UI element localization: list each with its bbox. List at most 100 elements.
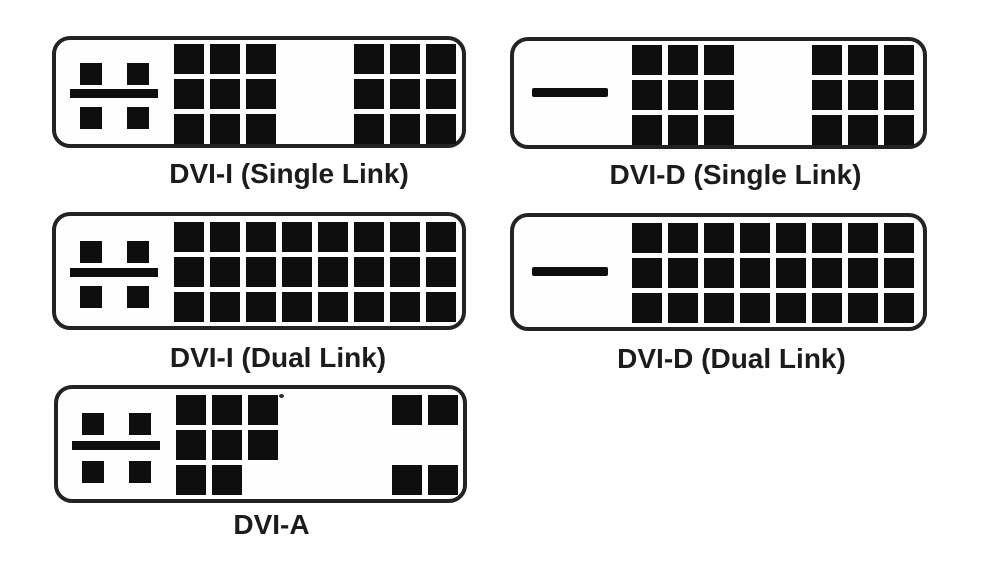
pin-square <box>704 223 734 253</box>
pin-square <box>354 114 384 144</box>
pin-square <box>668 115 698 145</box>
pin-square <box>174 44 204 74</box>
pin-square <box>176 465 206 495</box>
ground-blade-bar <box>70 268 158 277</box>
pin-square <box>390 44 420 74</box>
flat-blade-bar <box>532 88 608 97</box>
pin-square <box>426 44 456 74</box>
pin-square <box>632 223 662 253</box>
pin-square <box>812 258 842 288</box>
ground-blade-bar <box>70 89 158 98</box>
pin-square <box>176 430 206 460</box>
analog-contact-square <box>129 413 151 435</box>
analog-contact-square <box>127 63 149 85</box>
connector-body <box>52 212 466 330</box>
connector-figure-dvi-a: DVI-A <box>54 385 467 541</box>
pin-square <box>426 114 456 144</box>
pin-square <box>884 45 914 75</box>
pin-square <box>246 257 276 287</box>
pin-square <box>428 465 458 495</box>
pin-grid <box>632 45 914 145</box>
pin-square <box>174 79 204 109</box>
flat-blade-icon <box>514 41 630 145</box>
pin-square <box>246 222 276 252</box>
pin-square <box>668 80 698 110</box>
pin-square <box>632 45 662 75</box>
pin-square <box>704 80 734 110</box>
pin-square <box>428 395 458 425</box>
connector-label: DVI-D (Dual Link) <box>617 343 846 374</box>
pin-grid <box>176 395 458 495</box>
pin-square <box>390 292 420 322</box>
pin-square <box>704 258 734 288</box>
pin-square <box>392 465 422 495</box>
pin-square <box>210 257 240 287</box>
pin-square <box>176 395 206 425</box>
pin-square <box>354 44 384 74</box>
connector-label: DVI-I (Dual Link) <box>169 342 387 373</box>
pin-square <box>632 258 662 288</box>
connector-figure-dvi-i-dual-link: DVI-I (Dual Link) <box>52 212 466 374</box>
pin-square <box>392 395 422 425</box>
pin-square <box>426 257 456 287</box>
pin-square <box>632 80 662 110</box>
analog-contact-square <box>80 241 102 263</box>
pin-square <box>812 223 842 253</box>
pin-square <box>390 222 420 252</box>
pin-square <box>884 80 914 110</box>
pin-square <box>282 292 312 322</box>
analog-cross-icon <box>56 216 172 326</box>
pin-square <box>848 258 878 288</box>
connector-figure-dvi-d-dual-link: DVI-D (Dual Link) <box>510 213 927 375</box>
stray-mark <box>279 394 284 398</box>
connector-label: DVI-I (Single Link) <box>169 158 409 189</box>
pin-square <box>848 115 878 145</box>
pin-square <box>740 223 770 253</box>
pin-square <box>884 223 914 253</box>
pin-square <box>282 257 312 287</box>
flat-blade-bar <box>532 267 608 276</box>
pin-square <box>282 222 312 252</box>
pin-square <box>174 114 204 144</box>
pin-square <box>246 114 276 144</box>
flat-blade-icon <box>514 217 630 327</box>
pin-square <box>248 430 278 460</box>
pin-square <box>668 293 698 323</box>
analog-contact-square <box>129 461 151 483</box>
connector-body <box>52 36 466 148</box>
pin-square <box>426 79 456 109</box>
analog-contact-square <box>82 413 104 435</box>
analog-contact-square <box>82 461 104 483</box>
pin-square <box>210 222 240 252</box>
pin-square <box>246 79 276 109</box>
pin-square <box>212 465 242 495</box>
pin-square <box>740 258 770 288</box>
pin-square <box>354 292 384 322</box>
pin-square <box>212 430 242 460</box>
pin-square <box>848 80 878 110</box>
pin-square <box>210 292 240 322</box>
analog-contact-square <box>80 107 102 129</box>
pin-square <box>668 223 698 253</box>
pin-square <box>174 257 204 287</box>
pin-square <box>704 45 734 75</box>
pin-square <box>848 45 878 75</box>
pin-grid <box>632 223 914 323</box>
pin-square <box>812 45 842 75</box>
connector-body <box>54 385 467 503</box>
pin-square <box>246 292 276 322</box>
pin-square <box>848 293 878 323</box>
pin-square <box>212 395 242 425</box>
pin-square <box>210 79 240 109</box>
connector-figure-dvi-d-single-link: DVI-D (Single Link) <box>510 37 927 191</box>
connector-body <box>510 37 927 149</box>
pin-square <box>318 257 348 287</box>
analog-contact-square <box>127 107 149 129</box>
pin-grid <box>174 222 456 322</box>
pin-square <box>668 258 698 288</box>
pin-square <box>174 292 204 322</box>
pin-square <box>318 222 348 252</box>
pin-square <box>174 222 204 252</box>
pin-square <box>884 115 914 145</box>
